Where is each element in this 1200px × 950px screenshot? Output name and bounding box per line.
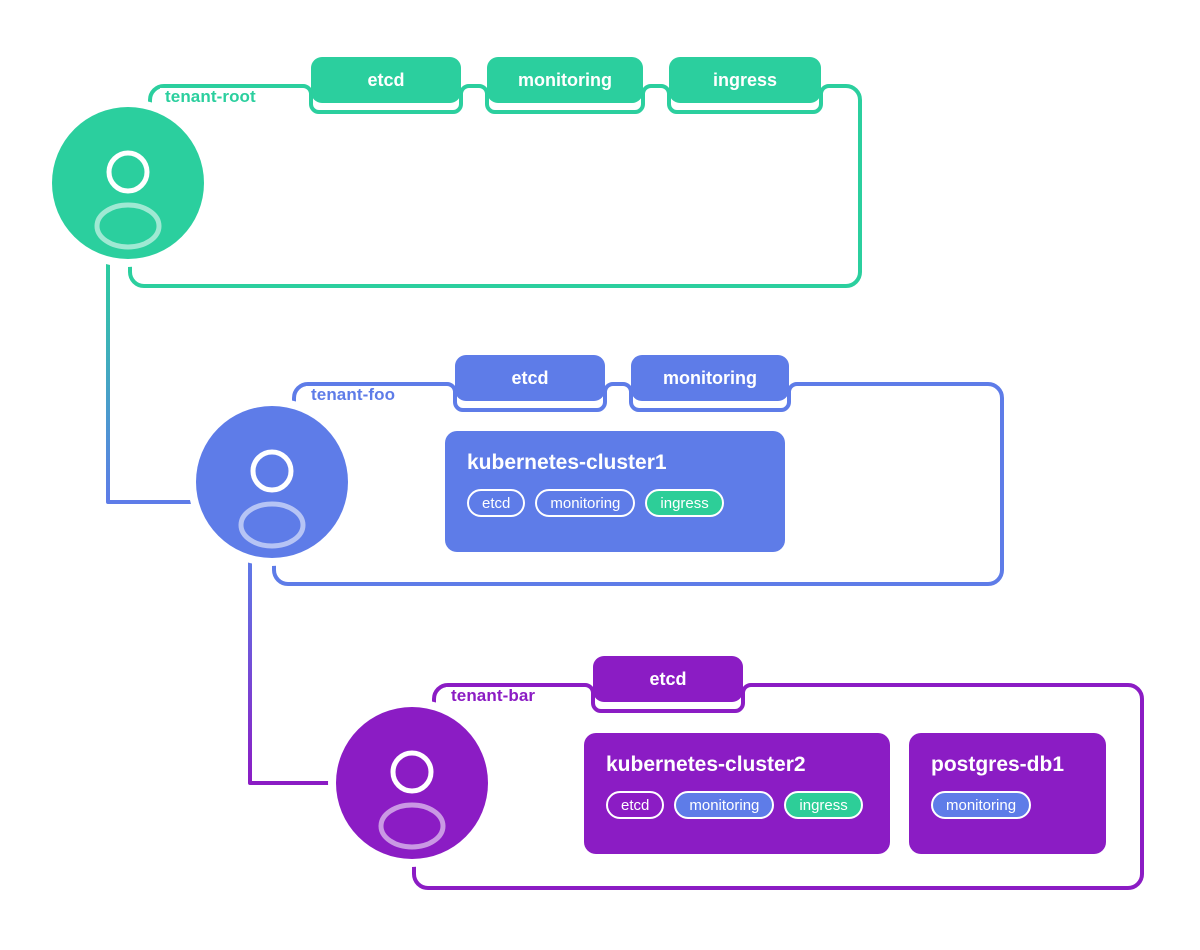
resource-card-title: kubernetes-cluster1 (467, 451, 667, 474)
resource-card-kubernetes-cluster1[interactable]: kubernetes-cluster1 etcd monitoring ingr… (445, 431, 785, 552)
resource-pill-monitoring[interactable]: monitoring (674, 791, 775, 819)
resource-card-postgres-db1[interactable]: postgres-db1 monitoring (909, 733, 1106, 854)
tenant-bar-service-tag-etcd[interactable]: etcd (593, 656, 743, 702)
tenant-bar-avatar[interactable] (336, 707, 488, 859)
tenant-root-service-tag-ingress[interactable]: ingress (669, 57, 821, 103)
connector-foo-to-bar (248, 556, 352, 785)
resource-card-title: postgres-db1 (931, 753, 1065, 776)
tenant-root-boundary (128, 84, 862, 288)
user-avatar-icon (94, 150, 162, 250)
tenant-root-label: tenant-root (160, 88, 261, 106)
tenant-foo-service-tag-etcd[interactable]: etcd (455, 355, 605, 401)
resource-pill-monitoring[interactable]: monitoring (535, 489, 636, 517)
tenant-root-avatar[interactable] (52, 107, 204, 259)
tenant-foo-avatar[interactable] (196, 406, 348, 558)
resource-pill-row: etcd monitoring ingress (606, 791, 868, 819)
resource-pill-etcd[interactable]: etcd (606, 791, 665, 819)
tenant-root-service-tag-etcd[interactable]: etcd (311, 57, 461, 103)
resource-card-title: kubernetes-cluster2 (606, 753, 806, 776)
tenant-bar-label: tenant-bar (446, 687, 541, 705)
user-avatar-icon (378, 750, 446, 850)
resource-pill-monitoring[interactable]: monitoring (931, 791, 1032, 819)
resource-pill-etcd[interactable]: etcd (467, 489, 526, 517)
resource-pill-row: monitoring (931, 791, 1084, 819)
tenant-foo-service-tag-monitoring[interactable]: monitoring (631, 355, 789, 401)
resource-pill-ingress[interactable]: ingress (784, 791, 863, 819)
user-avatar-icon (238, 449, 306, 549)
resource-pill-ingress[interactable]: ingress (645, 489, 724, 517)
connector-root-to-foo (106, 256, 212, 504)
resource-card-kubernetes-cluster2[interactable]: kubernetes-cluster2 etcd monitoring ingr… (584, 733, 890, 854)
tenant-foo-label: tenant-foo (306, 386, 401, 404)
resource-pill-row: etcd monitoring ingress (467, 489, 763, 517)
tenant-root-service-tag-monitoring[interactable]: monitoring (487, 57, 643, 103)
